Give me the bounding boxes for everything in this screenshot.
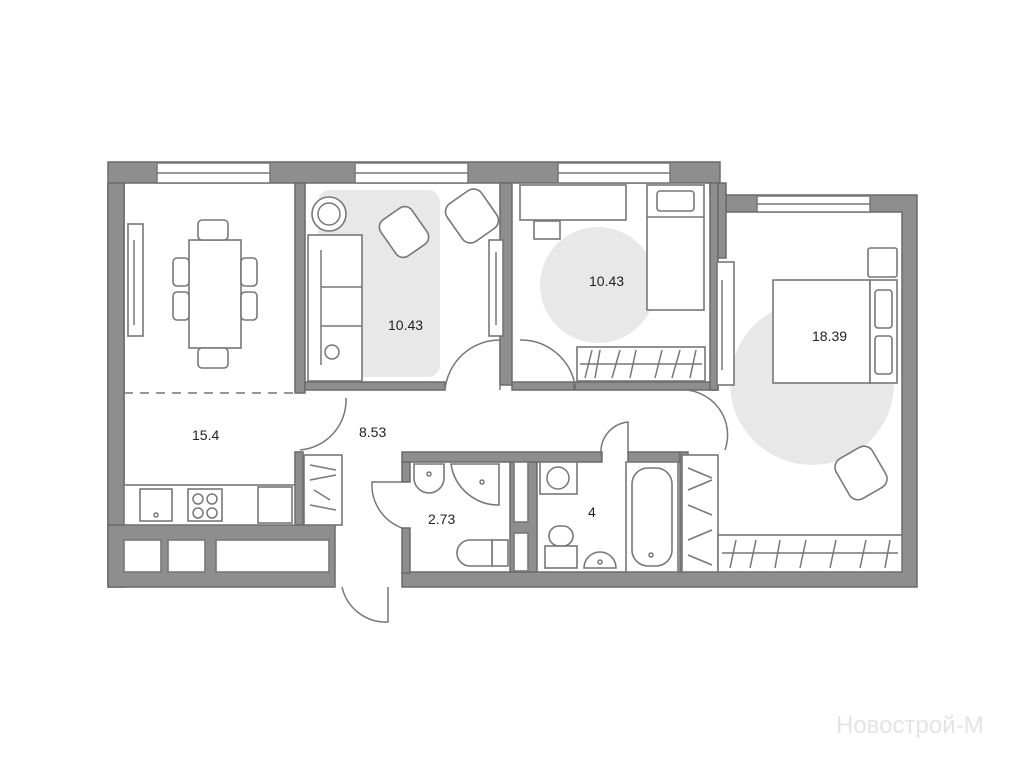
windows — [156, 162, 871, 213]
shaft — [513, 532, 529, 572]
rug-round — [540, 227, 656, 343]
shaft — [513, 461, 529, 523]
area-label-wc: 2.73 — [428, 511, 455, 527]
bedroom-furniture — [519, 184, 706, 382]
closet — [167, 539, 206, 573]
area-label-bathroom: 4 — [588, 504, 596, 520]
dining-set — [127, 219, 258, 369]
area-label-bedroom-small: 10.43 — [589, 273, 624, 289]
wc-fixtures — [413, 463, 509, 567]
kitchen-counter — [123, 454, 343, 526]
bath-fixtures — [539, 461, 679, 573]
closet — [215, 539, 330, 573]
area-label-living: 10.43 — [388, 317, 423, 333]
area-label-bedroom-master: 18.39 — [812, 328, 847, 344]
watermark: Новострой-М — [836, 712, 984, 739]
living-furniture — [307, 188, 504, 382]
area-label-hall: 8.53 — [359, 424, 386, 440]
doors — [124, 339, 729, 623]
master-furniture — [681, 247, 903, 573]
area-label-kitchen: 15.4 — [192, 427, 219, 443]
closet — [123, 539, 162, 573]
